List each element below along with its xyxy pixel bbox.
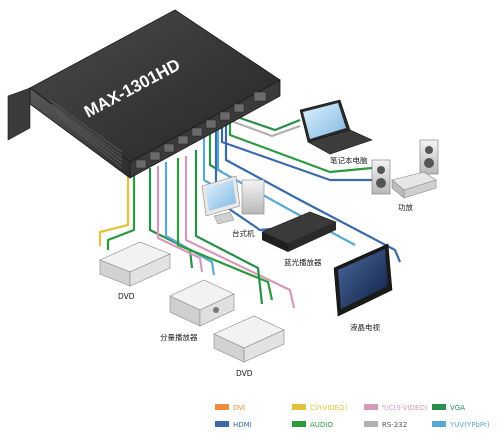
- legend-swatch-8: [432, 421, 446, 427]
- legend-swatch-6: [292, 421, 306, 427]
- legend-swatch-4: [432, 404, 446, 410]
- lcd-tv: [333, 243, 393, 317]
- desktop: [201, 175, 265, 225]
- legend-swatch-2: [292, 404, 306, 410]
- component-player: [169, 279, 235, 327]
- main-switcher: MAX-1301HD: [7, 9, 281, 179]
- rack-ear: [7, 87, 31, 141]
- port-blocks: [135, 91, 267, 169]
- legend-label-8: YUV(YPbPr): [449, 421, 490, 429]
- amplifier: [371, 139, 439, 199]
- dvd-player-1: [99, 241, 171, 287]
- legend-label-6: AUDIO: [310, 421, 333, 429]
- legend-swatch-3: [364, 404, 378, 410]
- cable-yc-comp: [156, 166, 204, 273]
- cable-hdmi-lcd: [224, 120, 402, 263]
- label-dvd2: DVD: [236, 369, 253, 378]
- label-lcd: 液晶电视: [350, 322, 380, 332]
- label-desktop: 台式机: [232, 228, 255, 238]
- legend-swatch-5: [215, 421, 229, 427]
- legend-label-4: VGA: [450, 404, 465, 412]
- legend-label-3: Y/C(S-VIDEO): [381, 404, 428, 412]
- legend-label-5: HDMI: [233, 421, 252, 429]
- label-dvd1: DVD: [118, 292, 135, 301]
- cable-green-comp: [148, 168, 194, 269]
- cable-audio-dvd1: [106, 172, 136, 250]
- legend-label-2: CV(VIDEO): [310, 404, 348, 412]
- cable-audio-dvd2: [176, 158, 274, 301]
- vents: [49, 99, 123, 169]
- legend-label-7: RS-232: [382, 421, 407, 429]
- label-bluray: 蓝光播放器: [284, 257, 322, 267]
- bluray-player: [261, 211, 337, 252]
- cable-yc-dvd2: [184, 156, 296, 309]
- label-component-player: 分量播放器: [160, 332, 198, 342]
- cable-green-dvd2: [194, 150, 264, 305]
- label-laptop: 笔记本电脑: [330, 155, 368, 165]
- legend-swatch-7: [364, 421, 378, 427]
- cable-cv-dvd1: [98, 170, 130, 246]
- legend: DVI CV(VIDEO) Y/C(S-VIDEO) VGA HDMI AUDIO RS-2…: [215, 404, 490, 429]
- legend-label-1: DVI: [233, 404, 245, 412]
- legend-swatch-1: [215, 404, 229, 410]
- label-amplifier: 功放: [398, 202, 413, 212]
- laptop: [299, 99, 373, 155]
- dvd-player-2: [213, 315, 285, 363]
